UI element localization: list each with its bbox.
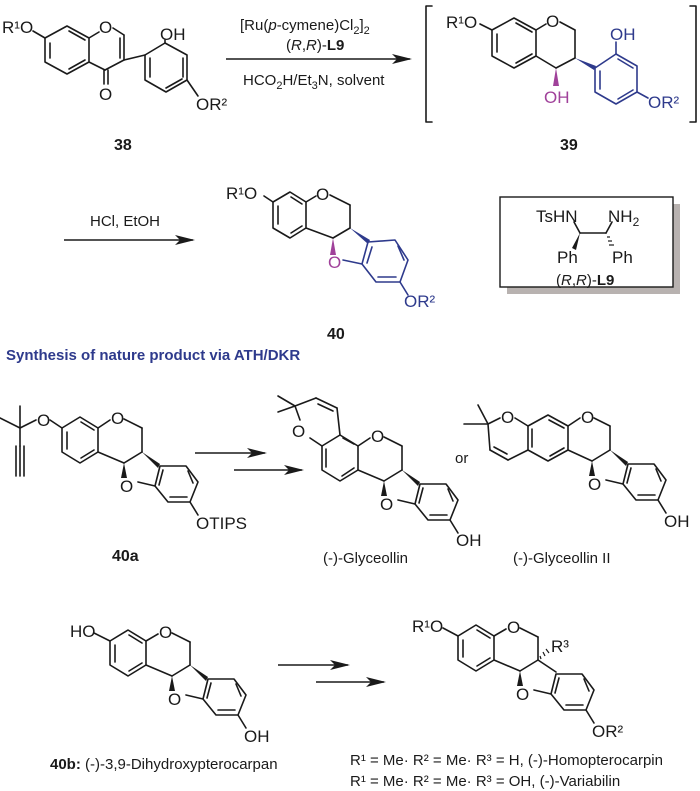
compound-label-38: 38 [114, 137, 132, 154]
c40-aryl-ring [342, 239, 409, 296]
glyceollin-ii-pyran-o: O [501, 408, 514, 427]
c40b-name: (-)-3,9-Dihydroxypterocarpan [85, 756, 278, 773]
c40b-furan-o: O [168, 690, 181, 709]
ligand-nh2: NH2 [608, 207, 640, 229]
c38-ring-o: O [99, 18, 112, 37]
c40a-ether-o: O [37, 411, 50, 430]
compound-38-structure [32, 25, 199, 97]
glyceollin-furan-o: O [380, 495, 393, 514]
products-r3: R³ [551, 637, 569, 656]
c40a-ring-o: O [111, 409, 124, 428]
c40b-oh: OH [244, 727, 270, 746]
glyceollin-ring-o: O [371, 427, 384, 446]
compound-label-40a: 40a [112, 548, 139, 565]
compound-40a-structure [0, 405, 199, 516]
or-text: or [455, 450, 468, 467]
product-definition-variabilin: R¹ = Me· R² = Me· R³ = OH, (-)-Variabili… [350, 773, 620, 790]
ligand-box [499, 196, 680, 294]
c39-oh-benzylic: OH [544, 88, 570, 107]
glyceollin-structure [277, 395, 459, 534]
section-heading: Synthesis of nature product via ATH/DKR [6, 347, 300, 364]
c40-or2: OR² [404, 292, 436, 311]
c38-carbonyl-o: O [99, 85, 112, 104]
products-r1o: R¹O [412, 617, 443, 636]
c40b-label: 40b: [50, 756, 81, 773]
c38-oh: OH [160, 25, 186, 44]
c39-wedge-aryl [575, 58, 596, 70]
c40a-furan-o: O [120, 477, 133, 496]
c39-wedge-oh [553, 68, 559, 86]
glyceollin-ii-oh: OH [664, 512, 690, 531]
ligand-tshn: TsHN [536, 207, 578, 226]
products-structure [442, 624, 595, 724]
product-definition-homopterocarpin: R¹ = Me· R² = Me· R³ = H, (-)-Homopteroc… [350, 752, 663, 769]
glyceollin-ii-ring-o: O [581, 408, 594, 427]
glyceollin-oh: OH [456, 531, 482, 550]
glyceollin-ii-furan-o: O [588, 475, 601, 494]
step1-reagent-catalyst: [Ru(p-cymene)Cl2]2 [240, 17, 370, 37]
bracket-right [689, 5, 697, 123]
products-furan-o: O [516, 685, 529, 704]
compound-39-structure [479, 17, 576, 69]
c40-wedge-o [330, 238, 336, 255]
ligand-ph-right: Ph [612, 248, 633, 267]
ligand-label: (R,R)-L9 [556, 272, 614, 289]
compound-label-39: 39 [560, 137, 578, 154]
c40b-ho: HO [70, 622, 96, 641]
c40-r1o: R¹O [226, 184, 257, 203]
c38-or2: OR² [196, 95, 228, 114]
c40b-caption: 40b: (-)-3,9-Dihydroxypterocarpan [50, 756, 278, 773]
step2-conditions: HCl, EtOH [90, 213, 160, 230]
compound-label-40: 40 [327, 326, 345, 343]
c40-wedge-aryl [350, 228, 370, 244]
ligand-ph-left: Ph [557, 248, 578, 267]
products-or2: OR² [592, 722, 624, 741]
step1-reagent-ligand: (R,R)-L9 [286, 37, 344, 54]
c39-or2: OR² [648, 93, 680, 112]
glyceollin-pyran-o: O [292, 422, 305, 441]
c39-ring-o: O [546, 12, 559, 31]
c39-r1o: R¹O [446, 13, 477, 32]
c40a-otips: OTIPS [196, 514, 247, 533]
c40b-ring-o: O [159, 623, 172, 642]
compound-40b-structure [93, 629, 247, 729]
step1-conditions: HCO2H/Et3N, solvent [243, 72, 385, 92]
compound-40-structure [263, 191, 351, 239]
glyceollin-name: (-)-Glyceollin [323, 550, 408, 567]
products-ring-o: O [507, 618, 520, 637]
c38-r1o: R¹O [2, 18, 33, 37]
c40-ring-o: O [316, 185, 329, 204]
c40-furan-o: O [328, 253, 341, 272]
glyceollin-ii-name: (-)-Glyceollin II [513, 550, 611, 567]
c39-aryl-ring [594, 41, 649, 105]
glyceollin-ii-structure [463, 404, 667, 514]
c39-oh-aryl: OH [610, 25, 636, 44]
bracket-left [425, 5, 433, 123]
